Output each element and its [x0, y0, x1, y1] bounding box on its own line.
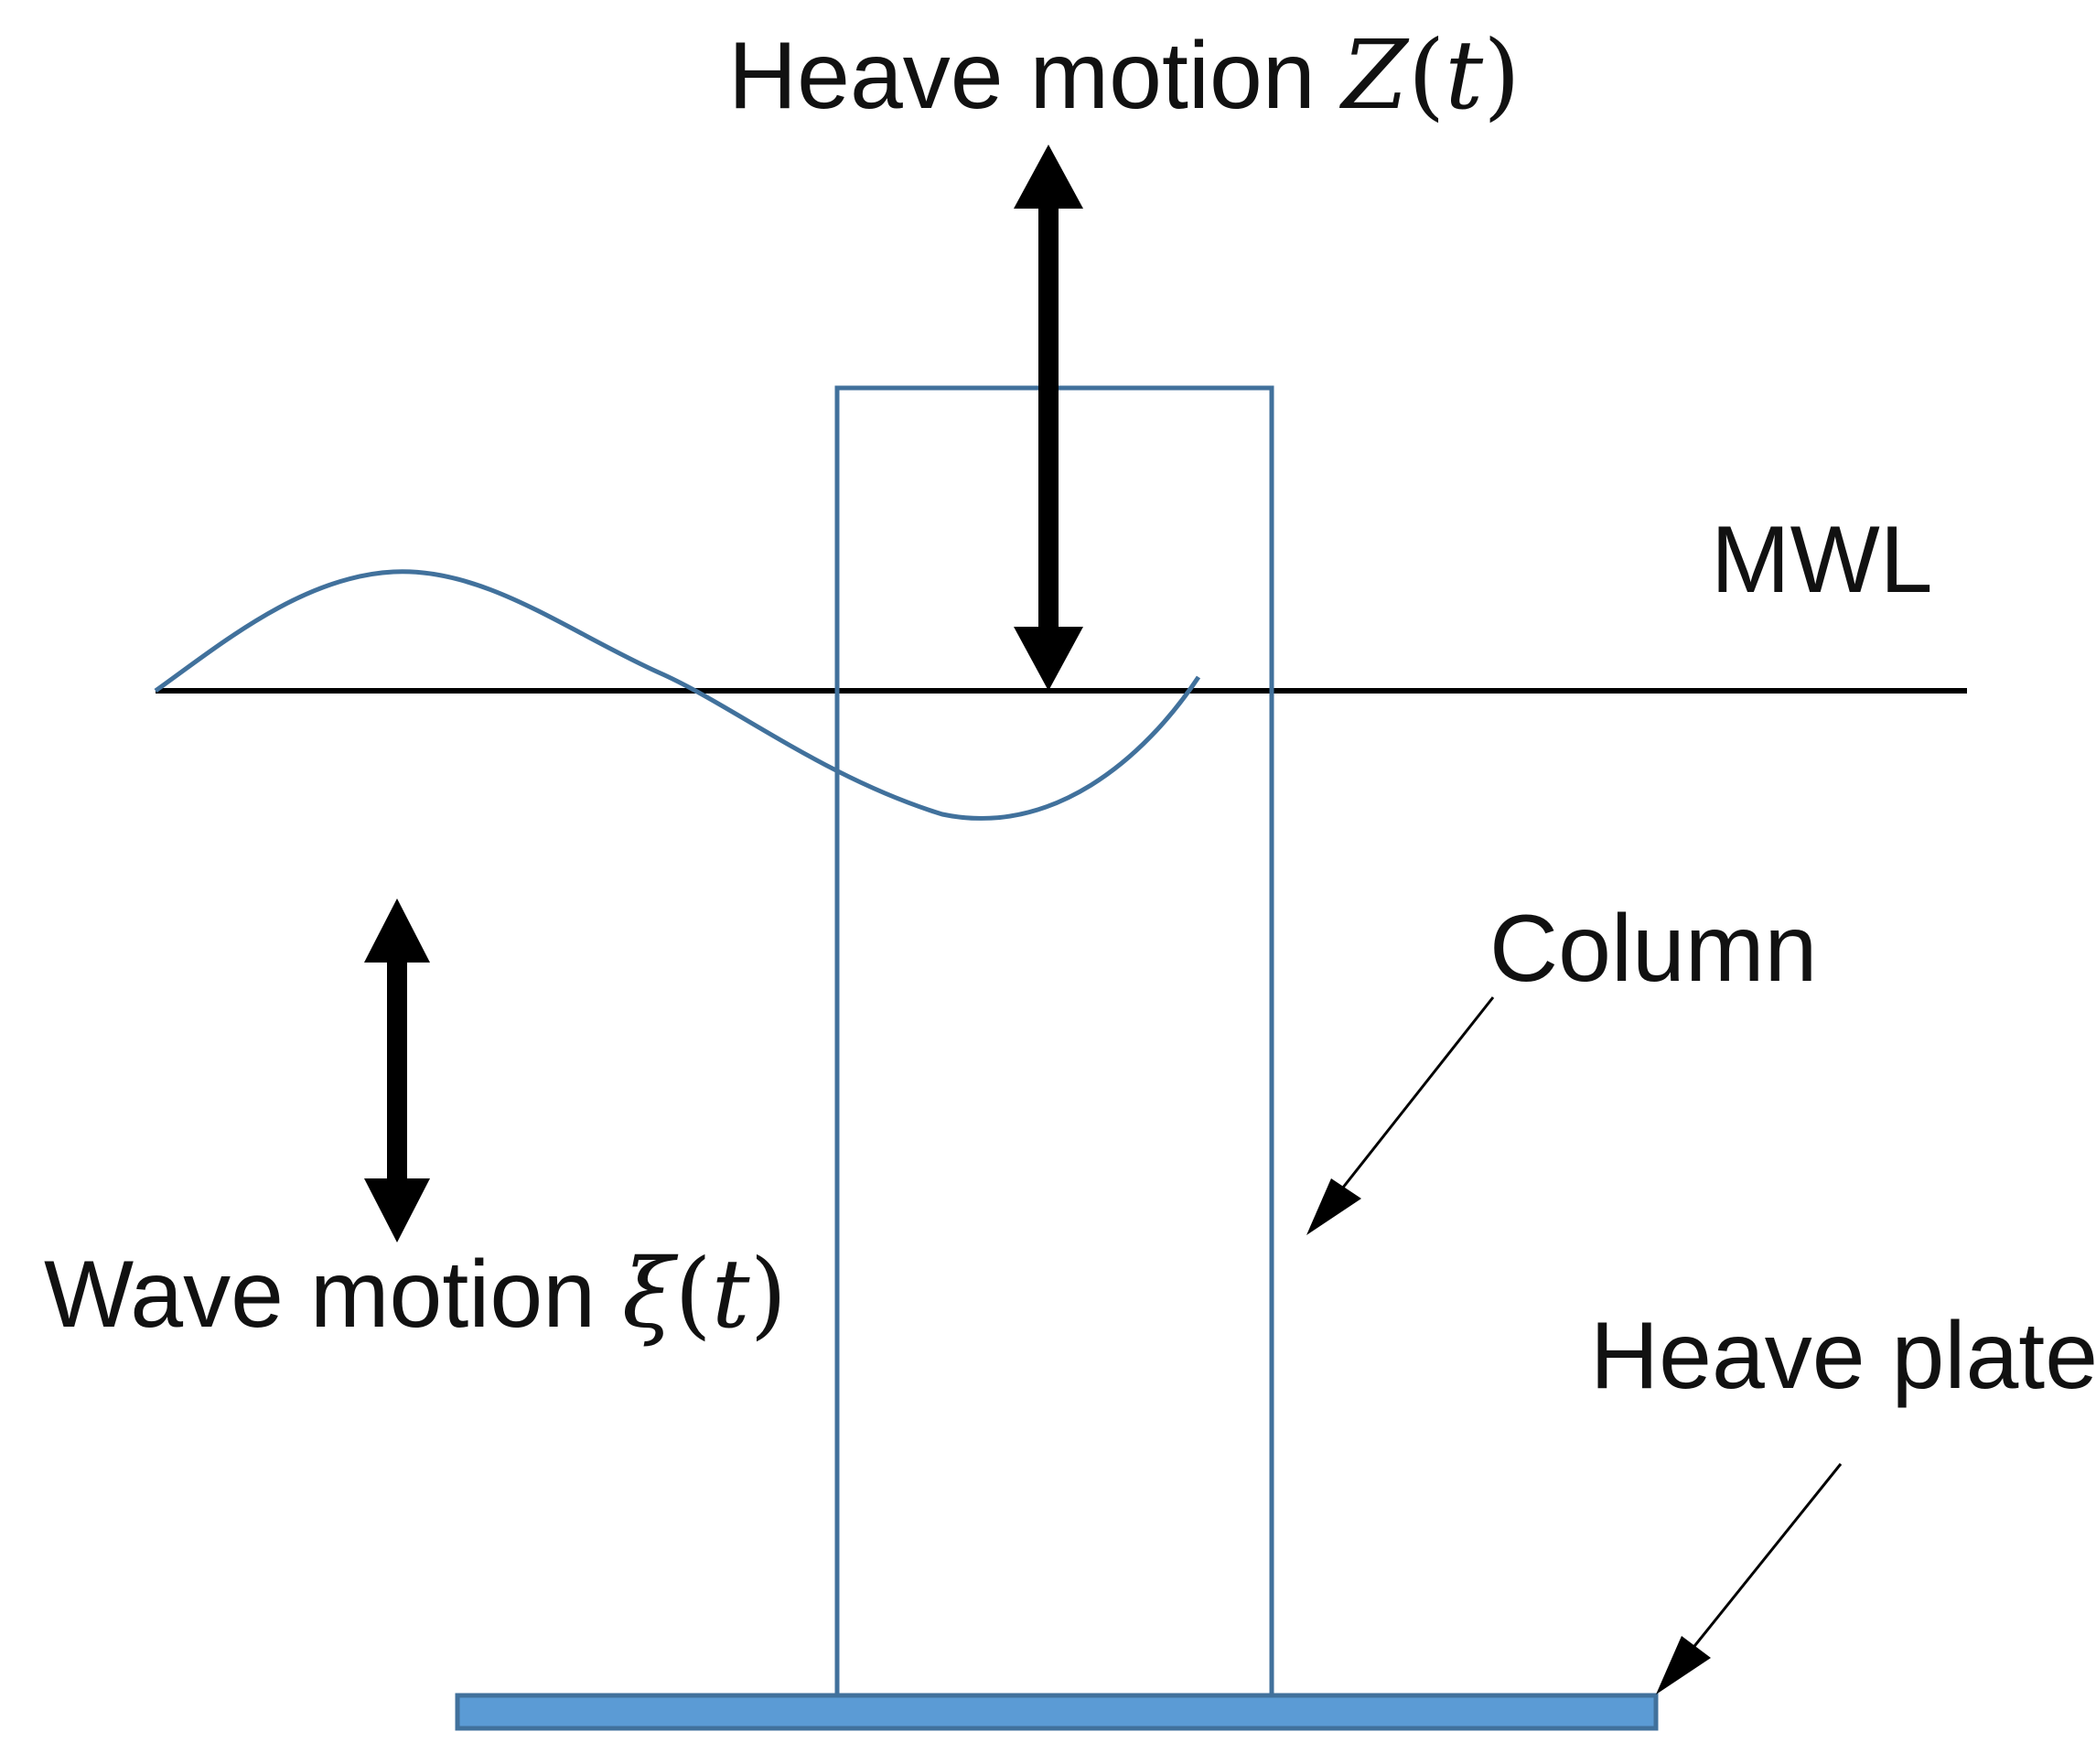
heave-motion-arg: t	[1445, 19, 1484, 131]
heave-motion-symbol: Z	[1341, 19, 1408, 131]
heave-motion-arrow	[1014, 145, 1083, 691]
heave-motion-text: Heave motion	[728, 23, 1342, 129]
column-pointer-arrow	[1306, 996, 1495, 1235]
wave-motion-open-paren: (	[674, 1238, 712, 1350]
wave-motion-symbol: ξ	[621, 1238, 675, 1350]
heave-motion-open-paren: (	[1407, 19, 1446, 131]
column-label: Column	[1489, 896, 1818, 1002]
heave-plate-label: Heave plate	[1590, 1303, 2096, 1409]
heave-plate	[455, 1693, 1659, 1731]
wave-motion-text: Wave motion	[44, 1242, 622, 1348]
wave-motion-label: Wave motion ξ(t)	[44, 1246, 787, 1342]
wave-motion-arrow	[364, 898, 430, 1242]
heave-motion-label: Heave motion Z(t)	[728, 27, 1521, 124]
wave-profile	[154, 569, 1201, 821]
heave-motion-close-paren: )	[1483, 19, 1521, 131]
heave-plate-pointer-arrow	[1656, 1463, 1843, 1694]
wave-motion-arg: t	[711, 1238, 750, 1350]
mwl-label: MWL	[1711, 507, 1933, 613]
wave-motion-close-paren: )	[749, 1238, 788, 1350]
